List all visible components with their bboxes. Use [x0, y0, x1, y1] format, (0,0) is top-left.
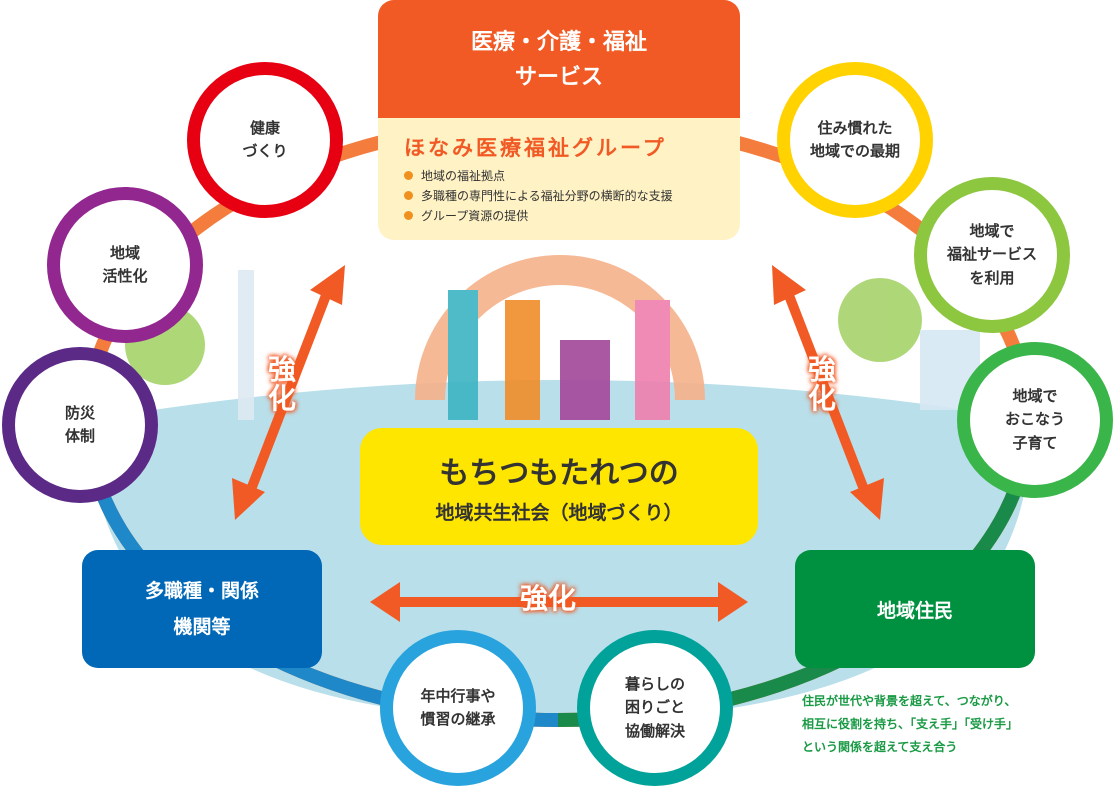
professionals-box: 多職種・関係 機関等 — [82, 550, 322, 668]
person — [635, 300, 670, 420]
group-item: 地域の福祉拠点 — [404, 166, 740, 186]
group-item: グループ資源の提供 — [404, 206, 740, 226]
note-line: 相互に役割を持ち、「支え手」「受け手」 — [802, 717, 1019, 731]
strengthen-label-bottom: 強化 — [520, 582, 577, 615]
town-illustration — [125, 255, 980, 420]
circle-traditions: 年中行事や 慣習の継承 — [380, 630, 536, 786]
circle-revitalize: 地域 活性化 — [47, 187, 203, 343]
circle-childcare: 地域で おこなう 子育て — [957, 342, 1113, 498]
services-box: 医療・介護・福祉 サービス — [378, 0, 740, 120]
circle-end-of-life: 住み慣れた 地域での最期 — [777, 62, 933, 218]
group-name: ほなみ医療福祉グループ — [404, 136, 667, 160]
strengthen-label-left: 強 化 — [268, 353, 297, 416]
person — [448, 290, 478, 420]
circle-welfare-services: 地域で 福祉サービス を利用 — [914, 177, 1070, 333]
person — [560, 340, 610, 420]
person — [505, 300, 540, 420]
residents-note: 住民が世代や背景を超えて、つながり、 相互に役割を持ち、「支え手」「受け手」 と… — [802, 690, 1018, 759]
circle-health: 健康 づくり — [187, 62, 343, 218]
note-line: という関係を超えて支え合う — [802, 740, 958, 754]
note-line: 住民が世代や背景を超えて、つながり、 — [802, 694, 1017, 708]
center-subtitle: 地域共生社会（地域づくり） — [435, 502, 683, 524]
strengthen-arrows — [232, 265, 884, 622]
center-title: もちつもたれつの — [439, 456, 679, 491]
residents-box: 地域住民 — [795, 550, 1035, 668]
group-info: ほなみ医療福祉グループ 地域の福祉拠点 多職種の専門性による福祉分野の横断的な支… — [378, 118, 740, 240]
circle-disaster: 防災 体制 — [2, 347, 158, 503]
center-box: もちつもたれつの 地域共生社会（地域づくり） — [360, 428, 758, 545]
group-item: 多職種の専門性による福祉分野の横断的な支援 — [404, 186, 740, 206]
strengthen-label-right: 強 化 — [808, 353, 837, 416]
circle-problem-solving: 暮らしの 困りごと 協働解決 — [577, 630, 733, 786]
